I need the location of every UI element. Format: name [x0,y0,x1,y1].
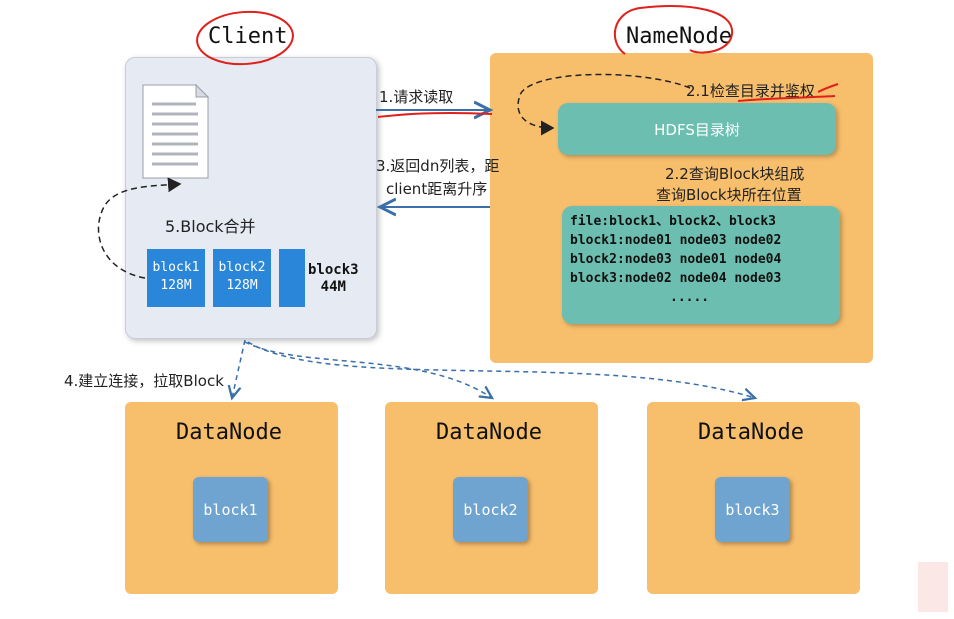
client-block1-name: block1 [152,260,200,275]
step1-underline-annotation [377,112,493,118]
fetch-arrow-2 [244,341,492,398]
fetch-arrow-3 [247,341,755,398]
client-block1-size: 128M [160,278,192,293]
client-block3-name: block3 [308,262,359,278]
metadata-line: block3:node02 node04 node03 [570,271,782,286]
client-title: Client [208,24,288,49]
fetch-arrow-1 [232,339,246,398]
merge-arrow [97,177,182,279]
client-block3-label: block3 44M [308,262,359,296]
client-block3-size: 44M [320,279,346,295]
metadata-line: block1:node01 node03 node02 [570,233,782,248]
step2-2-label-a: 2.2查询Block块组成 [665,165,805,183]
datanode-title-3: DataNode [698,420,804,445]
step2-1-label: 2.1检查目录并鉴权 [686,82,815,100]
datanode-title-2: DataNode [436,420,542,445]
hdfs-tree-box: HDFS目录树 [558,103,836,155]
step4-label: 4.建立连接，拉取Block [64,372,224,390]
datanode-title-1: DataNode [176,420,282,445]
namenode-title: NameNode [626,24,732,49]
metadata-line: ..... [670,290,710,305]
metadata-line: block2:node03 node01 node04 [570,252,782,267]
step5-label: 5.Block合并 [165,217,256,236]
step21-tick-annotation [817,83,839,93]
corner-tab [918,562,948,612]
client-circle-annotation [196,10,294,66]
metadata-line: file:block1、block2、block3 [570,214,777,229]
step21-underline-annotation [737,95,836,102]
namenode-circle-annotation [614,5,734,55]
datanode-block-3: block3 [715,477,790,542]
step3-label-b: client距离升序 [386,180,488,198]
document-icon [142,83,210,179]
client-block2-size: 128M [226,278,258,293]
step3-label-a: 3.返回dn列表，距 [376,157,500,175]
client-block3 [279,249,305,307]
step2-2-label-b: 查询Block块所在位置 [656,186,802,204]
block-metadata-table: file:block1、block2、block3 block1:node01 … [562,206,840,324]
client-block2-name: block2 [218,260,266,275]
datanode-block-2: block2 [453,477,528,542]
client-block1: block1 128M [147,249,205,307]
step1-label: 1.请求读取 [379,88,454,106]
client-block2: block2 128M [213,249,271,307]
datanode-block-1: block1 [193,477,268,542]
check-loop-arrow [517,73,691,136]
